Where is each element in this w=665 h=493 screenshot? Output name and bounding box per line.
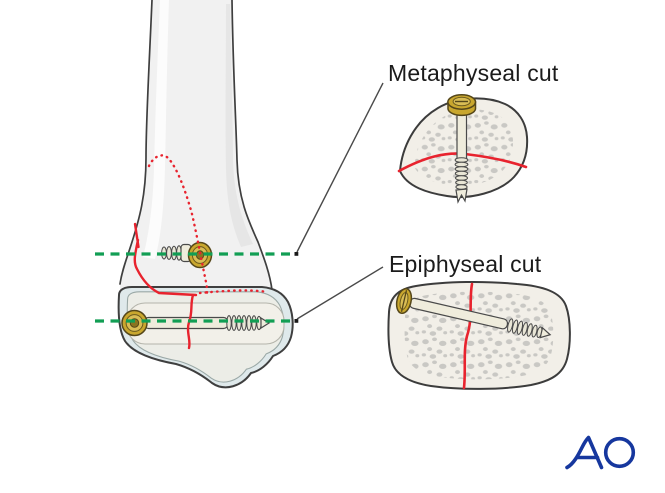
metaphyseal-leader-line: [296, 82, 384, 253]
metaphyseal-cross-section: [397, 94, 529, 204]
epiphyseal-cut-line: [95, 319, 299, 323]
distal-tibia-bone: [117, 0, 294, 389]
metaphyseal-cut-line: [95, 252, 299, 256]
epiphyseal-cross-section: [387, 280, 571, 390]
metaphyseal-cut-label: Metaphyseal cut: [388, 60, 559, 86]
fracture-line-dotted: [147, 154, 209, 295]
epiphyseal-cut-label: Epiphyseal cut: [389, 251, 542, 277]
epiphysis-cap: [117, 286, 294, 389]
epiphyseal-fracture-line: [462, 282, 474, 390]
bone-highlight: [143, 0, 169, 259]
epiphyseal-leader-line: [296, 266, 384, 320]
fracture-line-dotted-epiphysis: [198, 289, 270, 295]
metaphyseal-screw: [161, 241, 213, 269]
inset-screw-vertical: [447, 94, 477, 204]
bone-shading: [225, 4, 253, 247]
inset-screw-oblique: [395, 287, 552, 339]
ao-logo: [565, 435, 636, 470]
epiphyseal-screw: [121, 309, 271, 337]
